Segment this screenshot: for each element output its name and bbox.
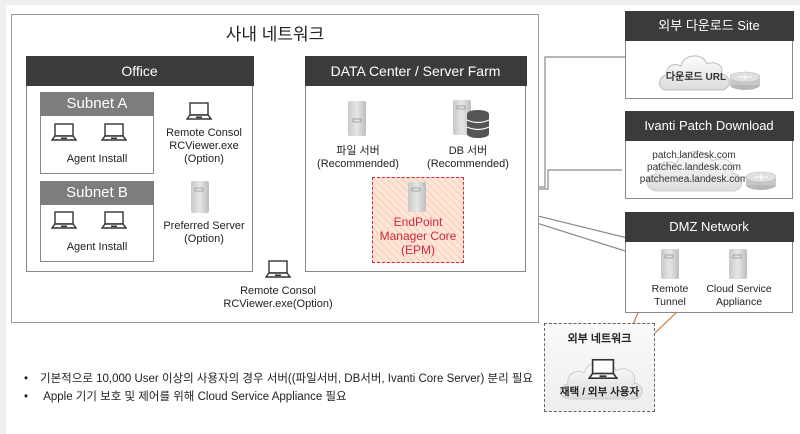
note-item: • Apple 기기 보호 및 제어를 위해 Cloud Service App… <box>24 391 347 403</box>
epm-server-icon <box>408 182 426 212</box>
laptop-icon <box>51 123 77 141</box>
laptop-icon <box>265 260 291 278</box>
file-server-icon <box>348 101 366 136</box>
cloud-icon <box>659 55 730 91</box>
subnet-a-caption: Agent Install <box>66 153 128 165</box>
server-icon <box>191 181 209 213</box>
dmz-header: DMZ Network <box>624 211 794 242</box>
router-icon <box>729 71 761 90</box>
cloud-service-appliance-icon <box>729 249 747 279</box>
patch-url: patch.landesk.com <box>652 150 736 161</box>
ivanti-patch-urls: patch.landesk.com patchec.landesk.com pa… <box>632 150 756 186</box>
cloud-service-appliance-label: Cloud Service Appliance <box>706 283 772 308</box>
note-item: •기본적으로 10,000 User 이상의 사용자의 경우 서버((파일서버,… <box>24 373 534 385</box>
download-url-label: 다운로드 URL <box>665 72 727 83</box>
external-network-title: 외부 네트워크 <box>567 333 632 345</box>
download-site-box: 외부 다운로드 Site <box>624 10 794 99</box>
laptop-icon <box>101 123 127 141</box>
laptop-icon <box>51 211 77 229</box>
preferred-server-label: Preferred Server (Option) <box>163 220 245 245</box>
remote-tunnel-server-icon <box>661 249 679 279</box>
patch-url: patchec.landesk.com <box>647 162 741 173</box>
office-header: Office <box>25 55 254 86</box>
bottom-remote-console-label: Remote Consol RCViewer.exe(Option) <box>223 285 333 310</box>
db-server-label: DB 서버 (Recommended) <box>427 145 509 170</box>
laptop-icon <box>101 211 127 229</box>
internal-network-title: 사내 네트워크 <box>225 25 325 44</box>
file-server-label: 파일 서버 (Recommended) <box>317 145 399 170</box>
datacenter-header: DATA Center / Server Farm <box>304 55 527 86</box>
external-user-label: 재택 / 외부 사용자 <box>559 386 640 398</box>
download-site-header: 외부 다운로드 Site <box>624 10 794 41</box>
office-remote-console-label: Remote Consol RCViewer.exe (Option) <box>166 127 242 165</box>
subnet-b-caption: Agent Install <box>66 241 128 253</box>
subnet-a-header: Subnet A <box>40 92 154 116</box>
laptop-icon <box>186 102 212 120</box>
notes-list: •기본적으로 10,000 User 이상의 사용자의 경우 서버((파일서버,… <box>24 370 533 406</box>
epm-core-label: EndPoint Manager Core (EPM) <box>379 215 457 257</box>
remote-tunnel-label: Remote Tunnel <box>651 283 689 308</box>
db-server-icon <box>453 100 490 138</box>
dmz-box: DMZ Network <box>624 211 794 313</box>
router-icon <box>745 171 777 190</box>
laptop-icon <box>588 358 618 380</box>
subnet-b-header: Subnet B <box>40 181 154 205</box>
ivanti-patch-header: Ivanti Patch Download <box>624 110 794 141</box>
cloud-icon <box>646 151 743 192</box>
patch-url: patchemea.landesk.com <box>639 174 749 185</box>
